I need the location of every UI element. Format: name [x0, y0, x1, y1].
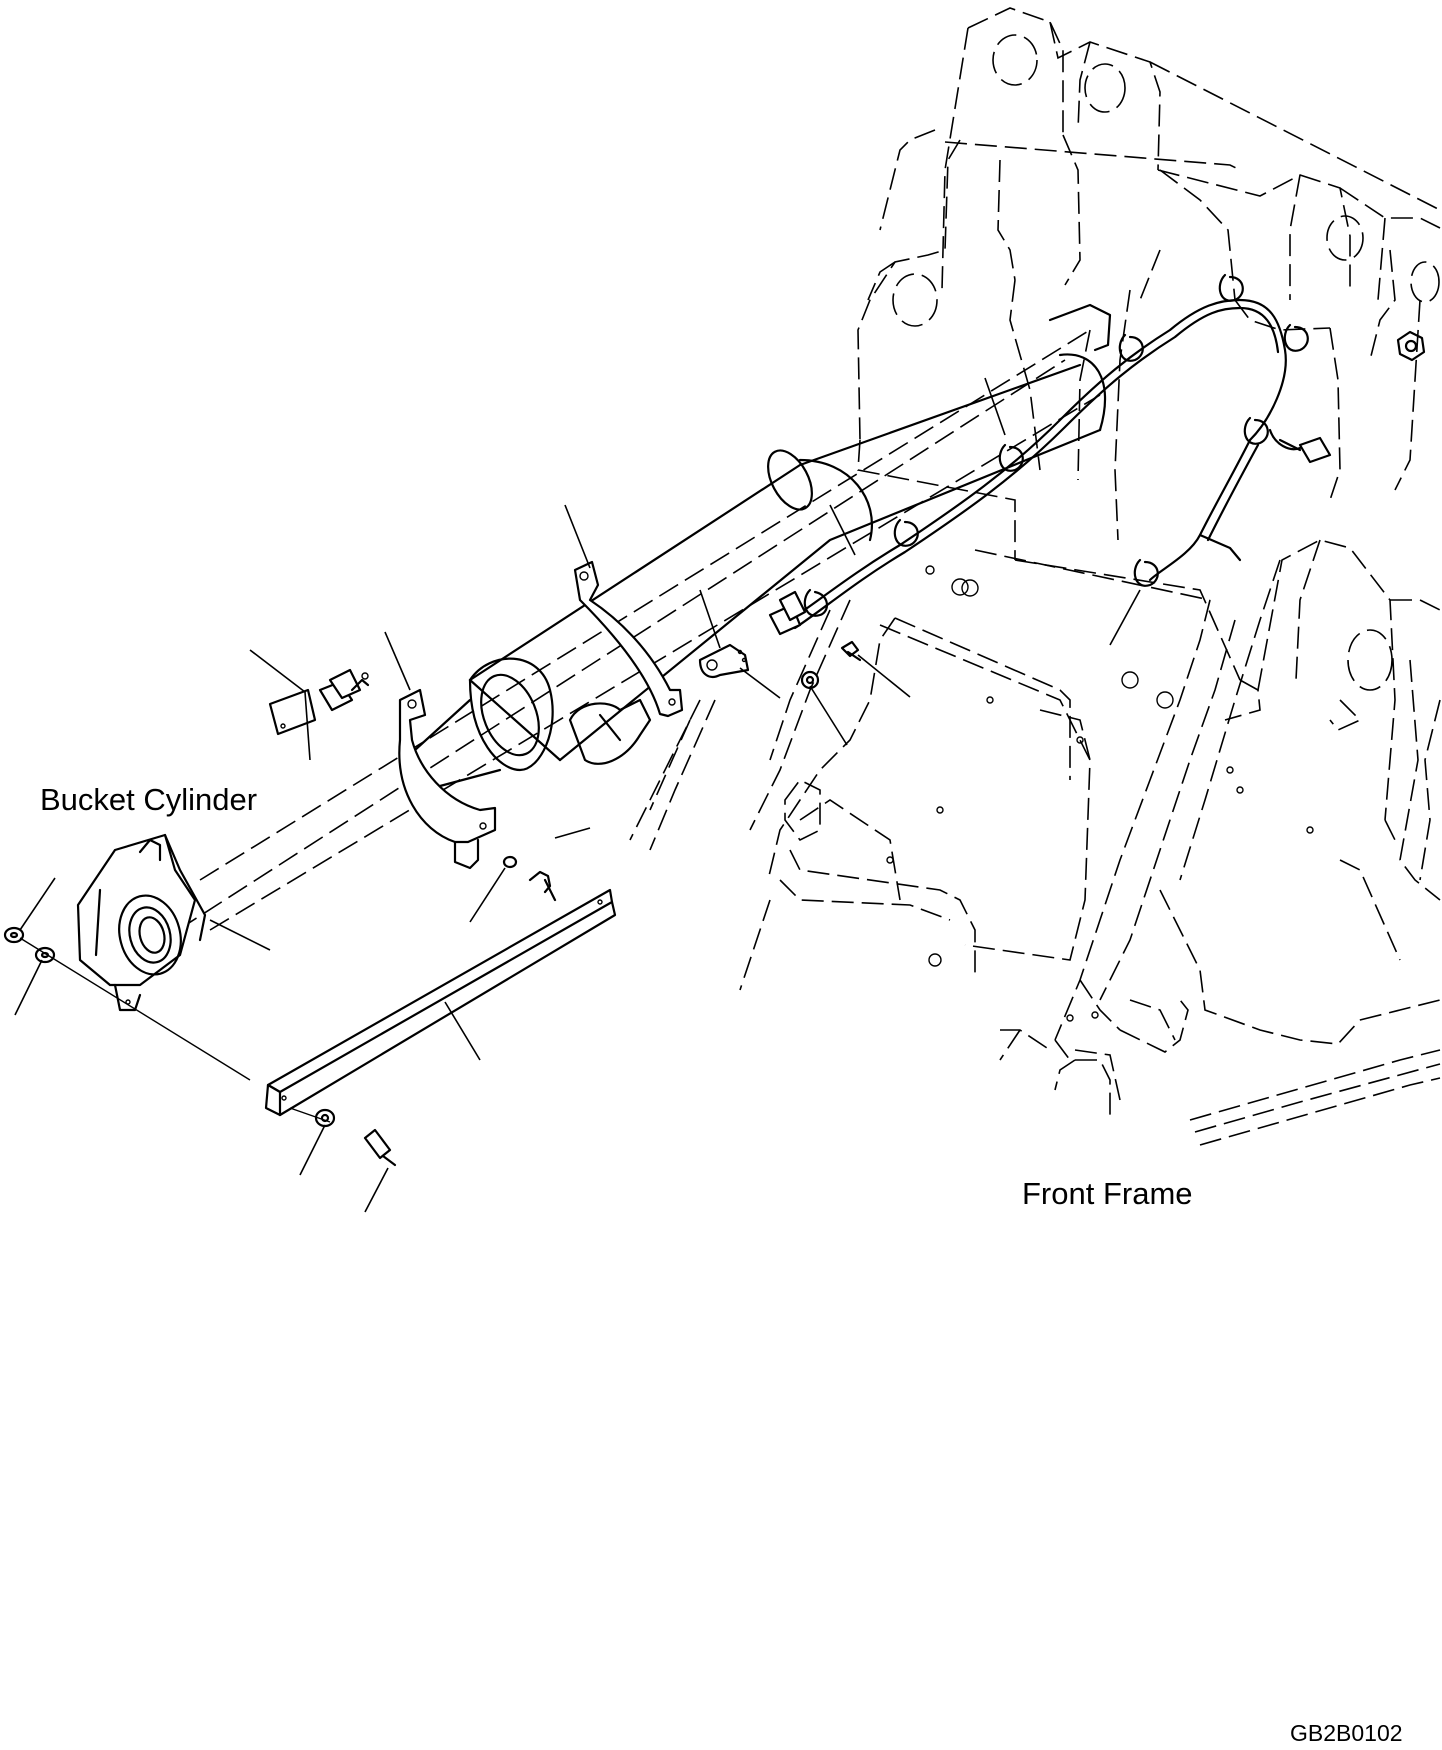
clamp-right: [573, 560, 684, 718]
wiring-harness: [698, 273, 1332, 690]
front-frame-outline: [629, 7, 1441, 1146]
leader-lines: [14, 377, 1141, 1213]
drawing-code-label: GB2B0102: [1290, 1720, 1403, 1746]
front-frame-label: Front Frame: [1022, 1176, 1193, 1211]
hardware: [3, 855, 557, 1167]
guard-bar: [264, 888, 617, 1117]
bucket-cylinder-label: Bucket Cylinder: [40, 782, 258, 817]
sensor-bracket: [268, 668, 370, 736]
clamp-left: [398, 688, 497, 870]
